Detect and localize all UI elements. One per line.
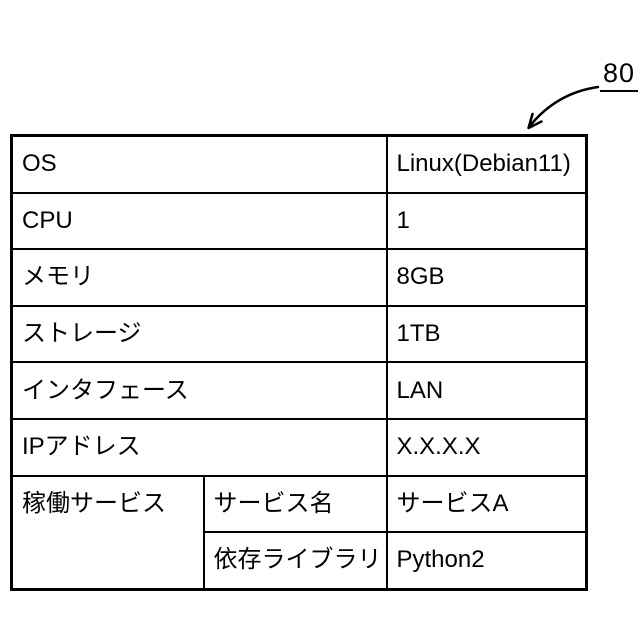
spec-value-memory: 8GB: [385, 248, 588, 307]
spec-value-storage: 1TB: [385, 304, 588, 364]
spec-label-os: OS: [10, 134, 388, 194]
arrowhead-icon: [527, 112, 543, 130]
spec-label-cpu: CPU: [10, 191, 388, 251]
spec-label-ip-address: IPアドレス: [10, 417, 388, 477]
table-row-service-name: 稼働サービス サービス名 サービスA: [10, 474, 588, 591]
spec-label-interface: インタフェース: [10, 361, 388, 420]
spec-value-interface: LAN: [385, 361, 588, 420]
spec-label-storage: ストレージ: [10, 304, 388, 364]
table-row-os: OS Linux(Debian11): [10, 134, 588, 194]
spec-label-memory: メモリ: [10, 248, 388, 307]
service-key-name: サービス名: [202, 474, 388, 534]
reference-label: 80: [600, 60, 639, 92]
spec-label-running-service: 稼働サービス: [10, 474, 205, 591]
table-row-dependency-library: 依存ライブラリ Python2: [12, 531, 588, 591]
table-row-memory: メモリ 8GB: [10, 248, 588, 307]
table-row-cpu: CPU 1: [10, 191, 588, 251]
table-row-storage: ストレージ 1TB: [10, 304, 588, 364]
service-key-library: 依存ライブラリ: [202, 531, 388, 591]
spec-value-cpu: 1: [385, 191, 588, 251]
table-row-ip-address: IPアドレス X.X.X.X: [10, 417, 588, 477]
spec-value-os: Linux(Debian11): [385, 134, 588, 194]
service-value-name: サービスA: [385, 474, 588, 534]
table-row-interface: インタフェース LAN: [10, 361, 588, 420]
spec-value-ip-address: X.X.X.X: [385, 417, 588, 477]
server-spec-table: OS Linux(Debian11) CPU 1 メモリ 8GB ストレージ 1…: [10, 134, 588, 591]
service-value-library: Python2: [385, 531, 588, 591]
